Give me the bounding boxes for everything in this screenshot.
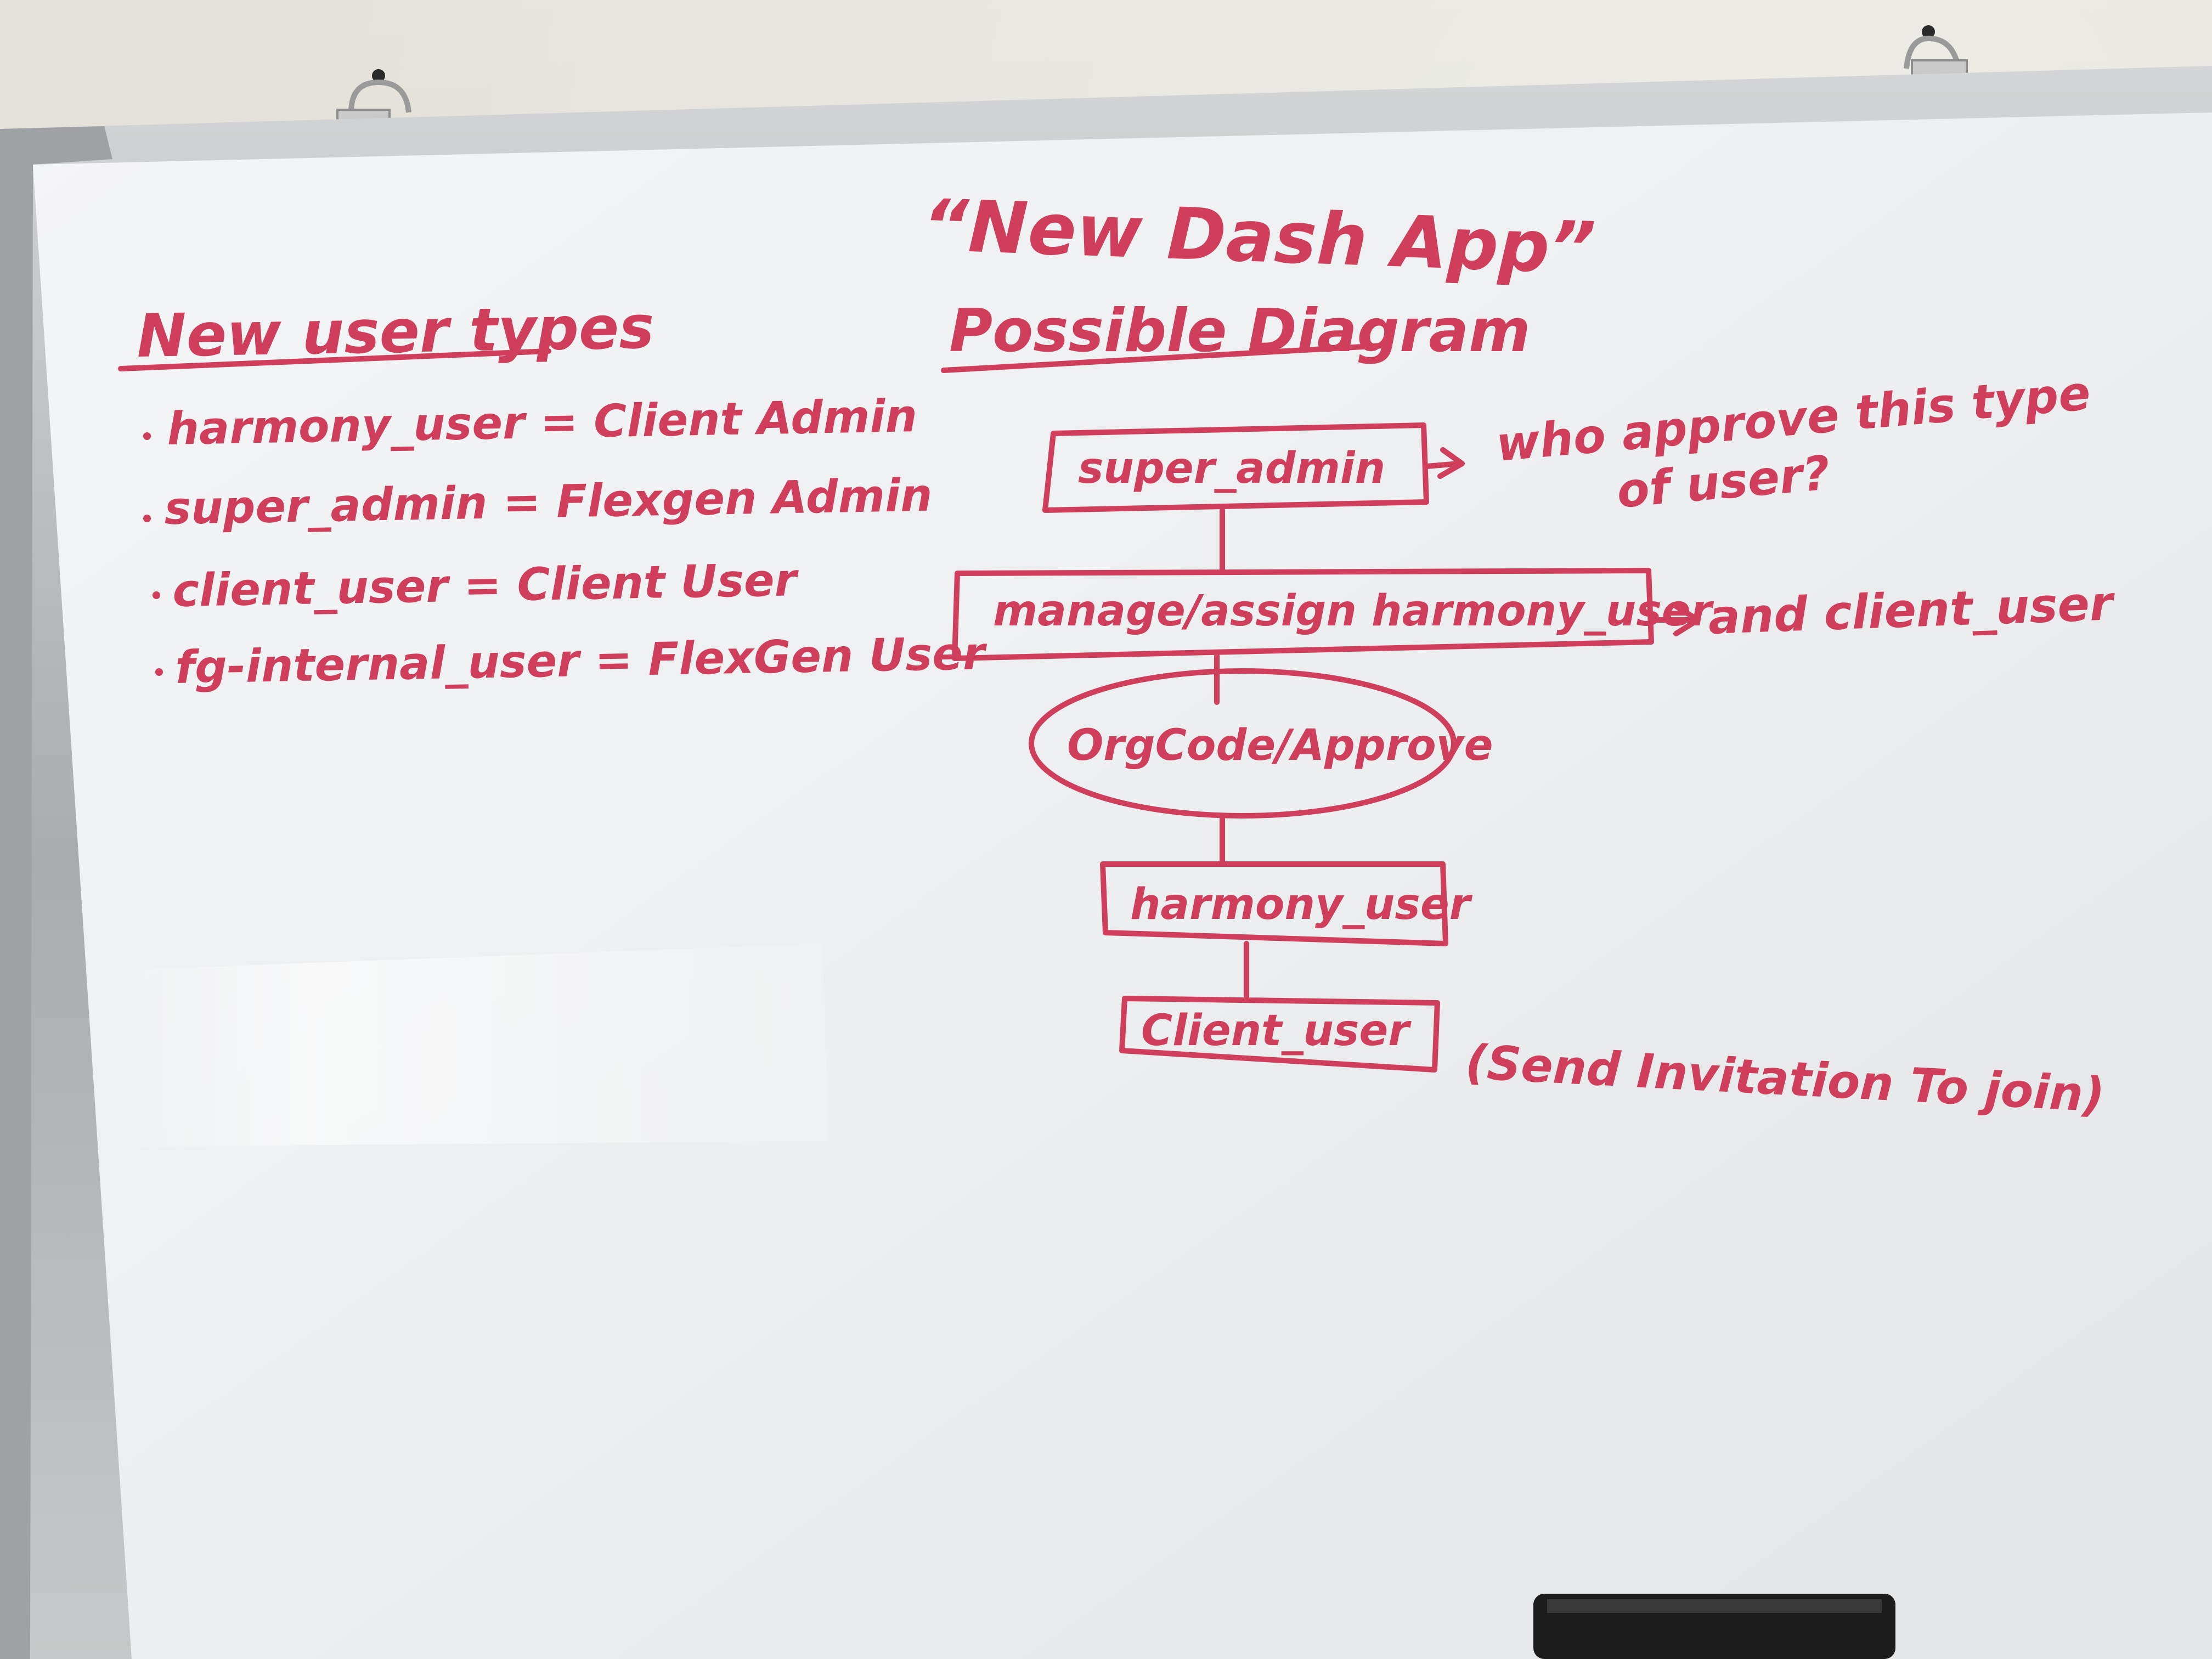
subtitle-underline xyxy=(941,343,1385,373)
bullet-icon xyxy=(155,668,163,676)
connector-arrow xyxy=(1424,461,1462,469)
board-corner xyxy=(0,126,112,1659)
node-box xyxy=(1042,422,1429,513)
bullet-icon xyxy=(153,591,160,599)
eraser-icon xyxy=(1533,1594,1895,1659)
heading-underline xyxy=(118,348,551,371)
node-label: manage/assign harmony_user xyxy=(993,586,1714,636)
arrow-head-icon xyxy=(1437,447,1465,479)
node-box xyxy=(952,568,1654,661)
node-label: harmony_user xyxy=(1130,880,1473,929)
node-label: super_admin xyxy=(1078,444,1385,493)
node-box xyxy=(1100,861,1448,946)
light-reflection xyxy=(93,944,828,1147)
node-label: OrgCode/Approve xyxy=(1067,721,1493,770)
board-surface xyxy=(33,112,2212,1659)
arrow-head-icon xyxy=(1673,603,1701,636)
user-type-item: client_user = Client User xyxy=(172,554,800,617)
decision-ellipse xyxy=(1029,668,1457,819)
bullet-icon xyxy=(143,432,151,440)
node-box xyxy=(1119,996,1440,1073)
bullet-icon xyxy=(143,515,151,522)
node-label: Client_user xyxy=(1141,1006,1412,1056)
